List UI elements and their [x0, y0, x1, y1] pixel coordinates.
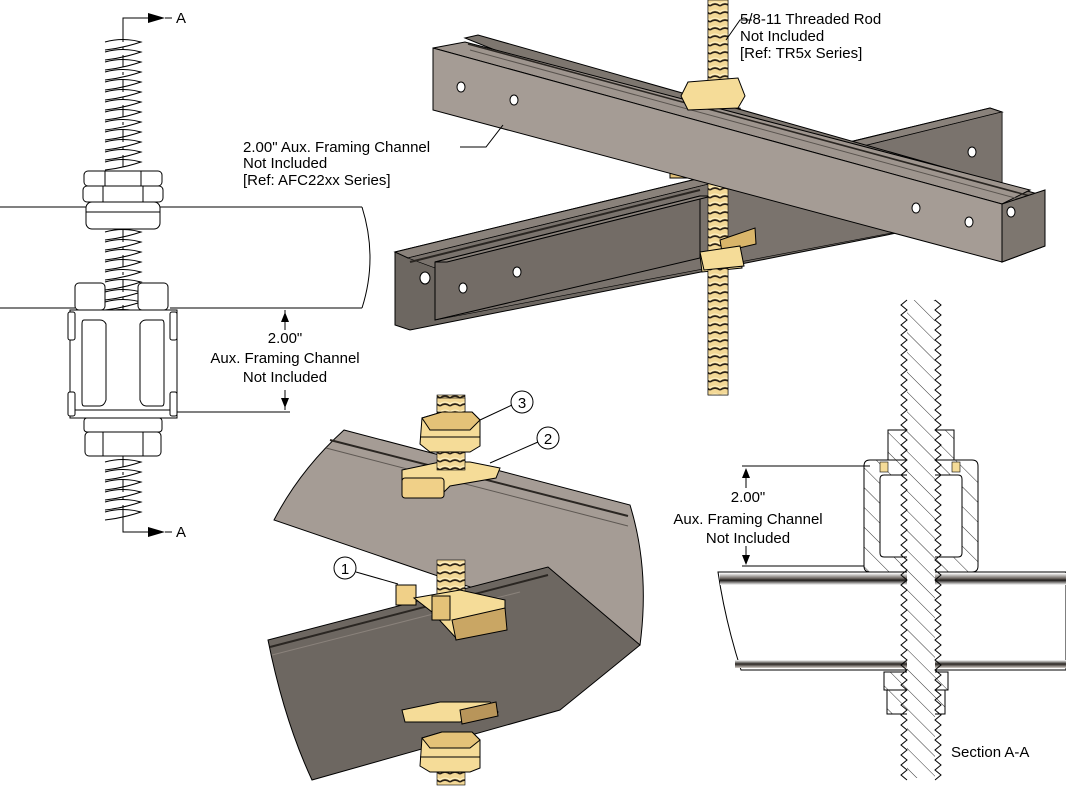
- hex-nut-detail-top: [419, 397, 481, 453]
- thread-turn: [104, 509, 143, 521]
- thread-turn: [104, 69, 143, 81]
- thread-turn: [104, 89, 143, 101]
- balloon-1: 1: [333, 556, 399, 585]
- rod-callout-line-3: [Ref: TR5x Series]: [740, 45, 862, 62]
- channel-callout-line-2: Not Included: [243, 155, 327, 172]
- thread-turn: [104, 159, 143, 171]
- thread-turn: [104, 459, 143, 471]
- thread-turn: [104, 229, 143, 241]
- iso-view: 5/8-11 Threaded Rod Not Included [Ref: T…: [243, 0, 1046, 396]
- section-dimension-label-2: Not Included: [706, 530, 790, 547]
- hex-nut-iso-top: [680, 77, 746, 111]
- section-rod: [900, 299, 942, 781]
- thread-turn: [104, 129, 143, 141]
- balloon-2: 2: [489, 426, 560, 464]
- clip-detail-bottom: [395, 584, 508, 641]
- thread-turn: [104, 279, 143, 291]
- section-dimension: 2.00" Aux. Framing Channel Not Included: [673, 465, 870, 567]
- thread-turn: [104, 109, 143, 121]
- front-dimension: 2.00" Aux. Framing Channel Not Included: [177, 307, 360, 413]
- section-marker-bottom: A: [122, 515, 186, 541]
- detail-view: 3 2 1: [267, 390, 644, 786]
- thread-turn: [104, 269, 143, 281]
- channel-callout: 2.00" Aux. Framing Channel Not Included …: [243, 124, 504, 189]
- thread-turn: [104, 489, 143, 501]
- rod-callout-line-2: Not Included: [740, 28, 824, 45]
- clip-iso-bottom: [699, 245, 745, 271]
- thread-turn: [104, 39, 143, 51]
- balloon-3-number: 3: [518, 395, 526, 412]
- thread-turn: [104, 499, 143, 511]
- section-title: Section A-A: [951, 744, 1029, 761]
- threaded-rod-iso-top: [707, 0, 729, 89]
- thread-turn: [104, 479, 143, 491]
- balloon-1-number: 1: [341, 561, 349, 578]
- section-dimension-label-1: Aux. Framing Channel: [673, 511, 822, 528]
- thread-turn: [104, 59, 143, 71]
- balloon-2-number: 2: [544, 431, 552, 448]
- channel-clamp-front: [67, 282, 178, 419]
- thread-turn: [104, 249, 143, 261]
- thread-turn: [104, 259, 143, 271]
- clip-detail-top: [401, 451, 501, 499]
- thread-turn: [104, 469, 143, 481]
- section-marker-bottom-label: A: [176, 524, 186, 541]
- beam-outline-front: [0, 206, 371, 309]
- thread-turn: [104, 119, 143, 131]
- upper-channel: [432, 34, 1046, 263]
- hex-nut-front-bottom: [83, 417, 163, 457]
- thread-turn: [104, 79, 143, 91]
- front-view: A: [0, 10, 371, 541]
- balloon-3: 3: [479, 390, 534, 421]
- thread-turn: [104, 149, 143, 161]
- thread-turn: [104, 139, 143, 151]
- section-tube: [717, 571, 1066, 671]
- front-dimension-label-1: Aux. Framing Channel: [210, 350, 359, 367]
- threaded-rod-iso-bottom: [707, 261, 729, 396]
- section-marker-top-label: A: [176, 10, 186, 27]
- thread-turn: [104, 49, 143, 61]
- thread-turn: [104, 239, 143, 251]
- section-dimension-value: 2.00": [731, 489, 766, 506]
- channel-callout-line-1: 2.00" Aux. Framing Channel: [243, 139, 430, 156]
- section-view: 2.00" Aux. Framing Channel Not Included …: [673, 299, 1066, 781]
- front-dimension-value: 2.00": [268, 330, 303, 347]
- rod-callout: 5/8-11 Threaded Rod Not Included [Ref: T…: [725, 11, 881, 62]
- rod-callout-line-1: 5/8-11 Threaded Rod: [740, 11, 881, 28]
- hex-nut-detail-bottom: [401, 701, 499, 773]
- hex-nut-front-top: [82, 170, 164, 230]
- thread-turn: [104, 99, 143, 111]
- front-dimension-label-2: Not Included: [243, 369, 327, 386]
- channel-callout-line-3: [Ref: AFC22xx Series]: [243, 172, 391, 189]
